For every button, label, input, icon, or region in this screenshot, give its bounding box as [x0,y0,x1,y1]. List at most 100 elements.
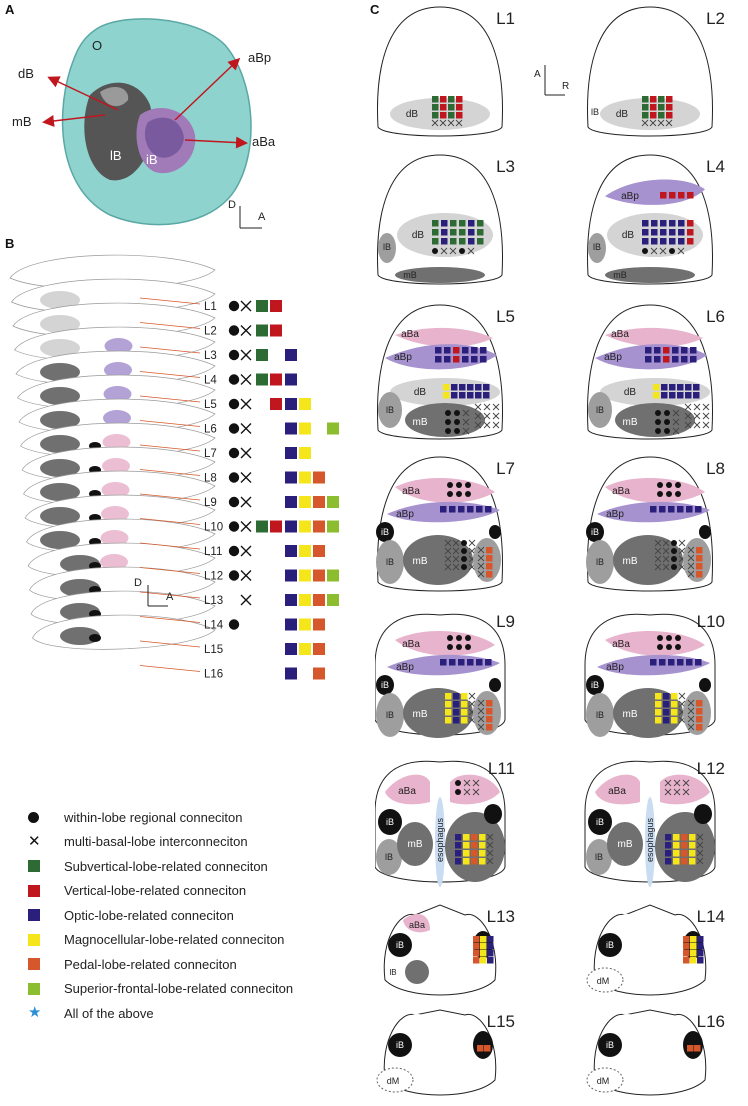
x-mark [486,857,494,865]
region-label: aBa [398,786,416,797]
x-mark [672,418,680,426]
square-mark [690,356,697,363]
dot-mark [655,410,661,416]
square-mark [687,229,694,236]
square-mark [681,356,688,363]
square-mark [473,943,480,950]
x-mark [662,547,670,555]
dot-mark [465,635,471,641]
square-mark [448,96,455,103]
square-mark [697,957,704,964]
square-mark [468,229,475,236]
square-mark [450,229,457,236]
symbol-dot [228,619,240,630]
square-mark [461,693,468,700]
x-mark [657,119,665,127]
square-mark [665,834,672,841]
panel-c: L1dBL2dBlBL3dBlBmBL4aBpdBlBmBL5aBaaBpdBl… [375,6,725,1096]
region-label: lB [389,968,396,977]
square-mark [462,347,469,354]
symbol-sv [256,349,268,361]
x-mark [684,412,692,420]
square-mark [655,709,662,716]
aba-region [605,327,703,347]
x-mark [654,563,662,571]
dot-mark [454,419,460,425]
x-mark [662,555,670,563]
region-label: dB [406,109,419,120]
region-label: aBa [611,329,629,340]
square-mark [468,238,475,245]
level-label: L10 [204,522,223,534]
symbol-m [299,520,311,533]
square-mark [668,506,675,513]
square-mark [642,104,649,111]
x-mark [693,421,701,429]
dot-mark [666,482,672,488]
dot-mark [655,428,661,434]
section-level-label: L10 [697,612,725,631]
square-mark [476,659,483,666]
x-mark [452,563,460,571]
square-mark [683,936,690,943]
ib-region [388,1033,412,1057]
square-mark [441,238,448,245]
symbol-p [313,520,325,533]
anterior-lobe [100,530,129,546]
symbol-p [313,643,325,655]
level-label: L14 [204,620,224,632]
square-mark [445,717,452,724]
square-mark [453,693,460,700]
square-mark [441,229,448,236]
x-mark [678,539,686,547]
region-label: lB [596,710,604,720]
square-mark [642,220,649,227]
x-mark [696,849,704,857]
region-label: mB [613,270,627,280]
x-mark [477,570,485,578]
square-mark [486,563,493,570]
section-outline [383,1009,497,1096]
x-mark [472,779,480,787]
x-mark [452,547,460,555]
region-label: aBa [409,920,425,930]
region-label: dB [414,387,427,398]
square-mark [453,347,460,354]
lb-region [376,540,404,584]
square-mark [666,112,673,119]
legend-item: Subvertical-lobe-related conneciton [28,854,358,879]
x-mark [696,857,704,865]
square-mark [642,238,649,245]
axis-b-d: D [134,577,142,589]
mb-region [613,535,683,585]
square-mark [440,104,447,111]
x-mark [444,555,452,563]
square-mark [480,957,487,964]
lb-region [586,540,614,584]
square-mark [479,842,486,849]
section-outline [593,1009,707,1096]
x-mark [664,788,672,796]
square-mark [461,709,468,716]
section-level-label: L16 [697,1012,725,1031]
region-label: aBp [396,662,414,673]
square-mark [432,96,439,103]
symbol-v [270,520,282,533]
dot-mark [445,428,451,434]
symbol-p [313,471,325,484]
leader-line [139,616,201,623]
orientation-r: R [562,81,569,92]
dot-mark [671,548,677,554]
legend-label: Vertical-lobe-related conneciton [64,883,247,899]
aba-region [613,914,640,933]
square-mark [453,717,460,724]
region-label: aBa [612,639,630,650]
square-mark [459,229,466,236]
x-mark [483,403,491,411]
region-label: lB [593,242,601,252]
x-mark [678,692,686,700]
symbol-x [240,545,252,557]
legend-item: Superior-frontal-lobe-related conneciton [28,977,358,1002]
x-mark [474,403,482,411]
square-mark [677,392,684,399]
